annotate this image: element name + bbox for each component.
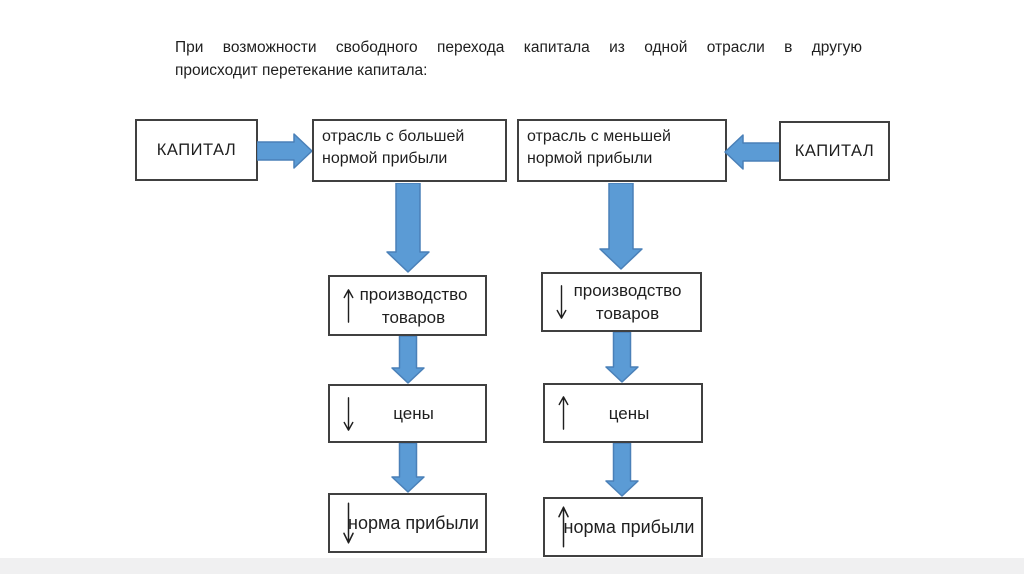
trend-arrow-icon bbox=[557, 395, 570, 431]
trend-arrow-icon bbox=[342, 501, 355, 545]
step-label: производство товаров bbox=[359, 284, 468, 327]
step-label: цены bbox=[608, 403, 650, 423]
trend-arrow-icon bbox=[342, 288, 355, 324]
capital-label: КАПИТАЛ bbox=[156, 140, 237, 159]
step-box-prices-right: цены bbox=[543, 383, 703, 443]
block-arrow-down-icon bbox=[391, 443, 425, 493]
industry-label: отрасль с большей нормой прибыли bbox=[322, 128, 465, 167]
capital-box-right: КАПИТАЛ bbox=[779, 121, 890, 181]
block-arrow-down-icon bbox=[386, 183, 430, 273]
capital-box-left: КАПИТАЛ bbox=[135, 119, 258, 181]
step-label: норма прибыли bbox=[563, 516, 695, 537]
step-box-profit-right: норма прибыли bbox=[543, 497, 703, 557]
footer-band bbox=[0, 558, 1024, 574]
step-box-production-left: производство товаров bbox=[328, 275, 487, 336]
title-line-1: При возможности свободного перехода капи… bbox=[175, 39, 862, 56]
block-arrow-down-icon bbox=[599, 183, 643, 270]
trend-arrow-icon bbox=[557, 505, 570, 549]
block-arrow-right-icon bbox=[257, 133, 313, 169]
industry-box-right: отрасль с меньшей нормой прибыли bbox=[517, 119, 727, 182]
block-arrow-down-icon bbox=[391, 336, 425, 384]
block-arrow-left-icon bbox=[724, 134, 780, 170]
step-box-prices-left: цены bbox=[328, 384, 487, 443]
capital-label: КАПИТАЛ bbox=[794, 141, 875, 160]
industry-label: отрасль с меньшей нормой прибыли bbox=[527, 128, 671, 167]
step-label: производство товаров bbox=[573, 281, 682, 323]
slide-title: При возможности свободного перехода капи… bbox=[175, 36, 862, 82]
industry-box-left: отрасль с большей нормой прибыли bbox=[312, 119, 507, 182]
block-arrow-down-icon bbox=[605, 332, 639, 383]
step-box-production-right: производство товаров bbox=[541, 272, 702, 332]
trend-arrow-icon bbox=[555, 284, 568, 320]
trend-arrow-icon bbox=[342, 396, 355, 432]
step-label: цены bbox=[393, 404, 434, 423]
step-label: норма прибыли bbox=[348, 512, 479, 533]
block-arrow-down-icon bbox=[605, 443, 639, 497]
step-box-profit-left: норма прибыли bbox=[328, 493, 487, 553]
title-line-2: происходит перетекание капитала: bbox=[175, 62, 428, 79]
